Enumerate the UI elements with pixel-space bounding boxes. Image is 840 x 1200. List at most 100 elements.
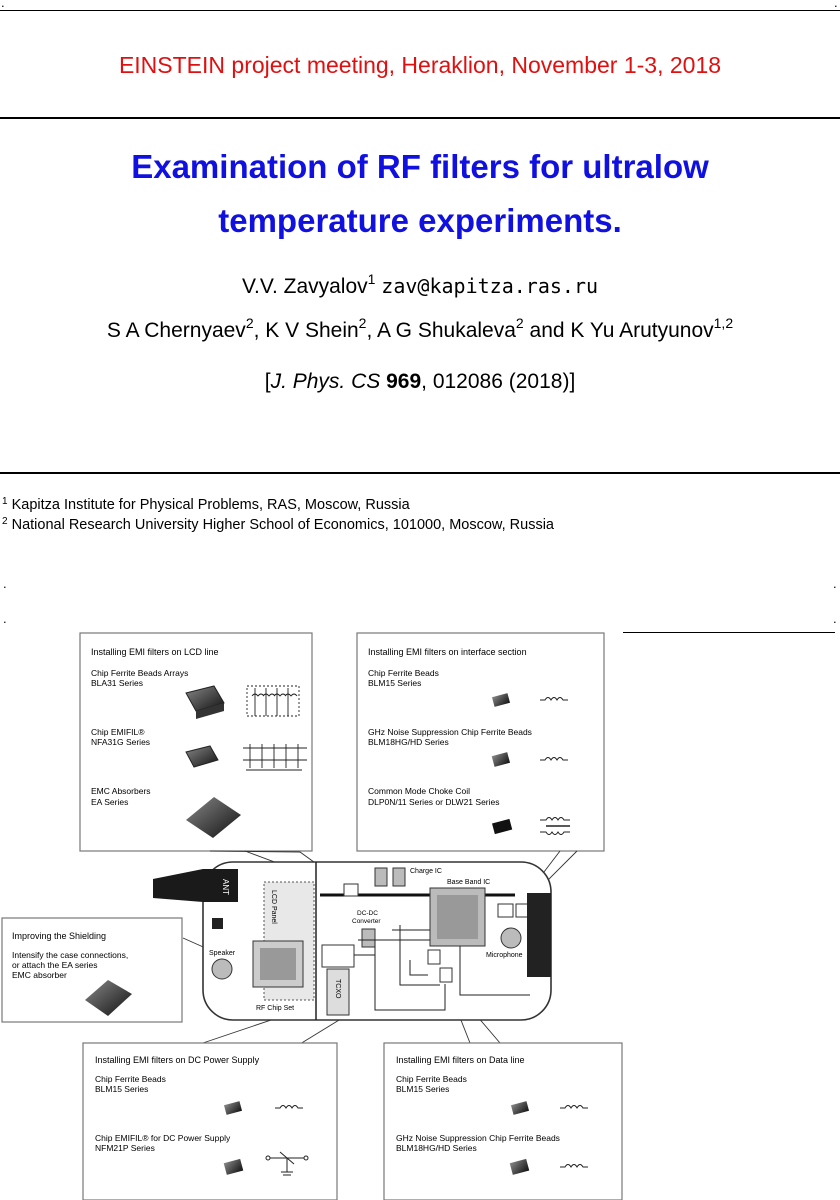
author-sup: 2 (358, 315, 367, 331)
lcd-filter-panel: Installing EMI filters on LCD line Chip … (79, 632, 313, 852)
ferrite-bead-chip-icon (491, 693, 511, 707)
svg-text:BLA31 Series: BLA31 Series (91, 678, 143, 688)
ferrite-bead-chip-icon (510, 1101, 530, 1115)
svg-text:Chip Ferrite Beads: Chip Ferrite Beads (368, 668, 439, 678)
svg-text:Chip EMIFIL®: Chip EMIFIL® (91, 727, 145, 737)
microphone-label: Microphone (486, 952, 523, 959)
author-email[interactable]: zav@kapitza.ras.ru (381, 274, 599, 298)
author-name: and K Yu Arutyunov (523, 319, 714, 342)
author-line-2: S A Chernyaev2, K V Shein2, A G Shukalev… (0, 316, 840, 343)
top-rule (0, 10, 840, 11)
author-name: , A G Shukaleva (366, 319, 516, 342)
emifil-dc-chip-icon (223, 1158, 244, 1175)
margin-dot: . (833, 576, 837, 591)
svg-text:GHz Noise Suppression Chip Fer: GHz Noise Suppression Chip Ferrite Beads (368, 727, 532, 737)
svg-text:Chip Ferrite Beads: Chip Ferrite Beads (95, 1074, 166, 1084)
author-sup: 1,2 (713, 315, 734, 331)
margin-dot: . (3, 611, 7, 626)
emifil-chip-icon (185, 745, 219, 768)
svg-text:BLM18HG/HD Series: BLM18HG/HD Series (368, 737, 449, 747)
rf-chip-label: RF Chip Set (256, 1005, 294, 1012)
affiliation-rule (0, 472, 840, 474)
author-name: , K V Shein (253, 319, 359, 342)
author-line-1: V.V. Zavyalov1 zav@kapitza.ras.ru (0, 271, 840, 299)
title-line-1: Examination of RF filters for ultralow (131, 148, 709, 185)
dc-power-filter-panel: Installing EMI filters on DC Power Suppl… (82, 1042, 338, 1200)
emifil-dc-symbol-icon (265, 1151, 309, 1176)
svg-text:Common Mode Choke Coil: Common Mode Choke Coil (368, 786, 470, 796)
antenna-icon (153, 869, 238, 902)
svg-text:EA Series: EA Series (91, 797, 128, 807)
inductor-symbol-icon (560, 1164, 588, 1168)
margin-dot: . (3, 576, 7, 591)
dc-panel-heading: Installing EMI filters on DC Power Suppl… (95, 1055, 260, 1065)
citation-volume: 969 (386, 370, 422, 393)
paper-title: Examination of RF filters for ultralow t… (40, 140, 800, 248)
citation: [J. Phys. CS 969, 012086 (2018)] (264, 370, 576, 393)
side-connector-icon (527, 893, 551, 977)
speaker-label: Speaker (209, 950, 236, 957)
data-panel-heading: Installing EMI filters on Data line (396, 1055, 525, 1065)
affiliation-1: 1 Kapitza Institute for Physical Problem… (2, 496, 410, 514)
meeting-header: EINSTEIN project meeting, Heraklion, Nov… (118, 52, 722, 78)
dcdc-label: DC-DC (357, 910, 378, 917)
choke-coil-symbol-icon (540, 817, 570, 835)
author-name: V.V. Zavyalov (241, 275, 368, 298)
interface-filter-panel: Installing EMI filters on interface sect… (356, 632, 605, 852)
ferrite-bead-chip-icon (223, 1101, 243, 1115)
svg-text:Chip Ferrite Beads: Chip Ferrite Beads (396, 1074, 467, 1084)
interface-panel-heading: Installing EMI filters on interface sect… (368, 647, 527, 657)
citation-journal: J. Phys. CS (270, 370, 381, 393)
margin-dot: . (833, 611, 837, 626)
speaker-icon (211, 958, 233, 980)
inductor-symbol-icon (275, 1105, 303, 1109)
svg-text:NFA31G Series: NFA31G Series (91, 737, 150, 747)
shielding-panel-heading: Improving the Shielding (12, 931, 106, 941)
inductor-symbol-icon (540, 757, 568, 761)
antenna-label: ANT (221, 879, 230, 895)
svg-text:or attach the EA series: or attach the EA series (12, 960, 98, 970)
emc-absorber-sheet-icon (186, 797, 241, 838)
data-line-filter-panel: Installing EMI filters on Data line Chip… (383, 1042, 623, 1200)
phone-board-diagram: ANT LCD Panel Speaker RF Chip Set Charge… (153, 861, 552, 1021)
author-name: S A Chernyaev (106, 319, 246, 342)
corner-dot: . (834, 0, 838, 10)
svg-text:EMC absorber: EMC absorber (12, 970, 67, 980)
lcd-panel-heading: Installing EMI filters on LCD line (91, 647, 219, 657)
svg-text:NFM21P Series: NFM21P Series (95, 1143, 155, 1153)
author-sup: 1 (367, 271, 376, 287)
base-band-ic-label: Base Band IC (447, 879, 490, 886)
svg-text:BLM15 Series: BLM15 Series (95, 1084, 148, 1094)
header-rule (0, 117, 840, 119)
svg-text:BLM15 Series: BLM15 Series (368, 678, 421, 688)
speaker-dot-icon (212, 918, 223, 929)
affiliation-2: 2 National Research University Higher Sc… (2, 516, 554, 534)
ferrite-bead-chip-icon (491, 752, 511, 767)
svg-text:Chip EMIFIL® for DC Power Supp: Chip EMIFIL® for DC Power Supply (95, 1133, 231, 1143)
title-line-2: temperature experiments. (218, 202, 622, 239)
svg-text:BLM15 Series: BLM15 Series (396, 1084, 449, 1094)
svg-text:Intensify the case connections: Intensify the case connections, (12, 950, 128, 960)
emc-absorber-sheet-icon (85, 980, 132, 1016)
microphone-icon (500, 927, 522, 949)
inductor-symbol-icon (560, 1105, 588, 1109)
ferrite-bead-chip-icon (509, 1158, 530, 1175)
figure-side-rule (623, 632, 835, 633)
emifil-schematic-icon (243, 744, 307, 771)
author-sup: 2 (245, 315, 254, 331)
tcxo-label: TCXO (334, 979, 341, 999)
svg-text:DLP0N/11 Series or DLW21 Serie: DLP0N/11 Series or DLW21 Series (368, 797, 500, 807)
lcd-panel-label: LCD Panel (270, 890, 277, 924)
dcdc-label: Converter (352, 918, 381, 925)
shielding-panel: Improving the Shielding Intensify the ca… (1, 917, 183, 1023)
svg-text:GHz Noise Suppression Chip Fer: GHz Noise Suppression Chip Ferrite Beads (396, 1133, 560, 1143)
bead-array-schematic-icon (246, 685, 300, 717)
bead-array-chip-icon (185, 685, 225, 719)
choke-coil-chip-icon (492, 818, 513, 835)
charge-ic-label: Charge IC (410, 868, 442, 875)
inductor-symbol-icon (540, 697, 568, 701)
author-sup: 2 (515, 315, 524, 331)
svg-text:Chip Ferrite Beads Arrays: Chip Ferrite Beads Arrays (91, 668, 188, 678)
svg-text:BLM18HG/HD Series: BLM18HG/HD Series (396, 1143, 477, 1153)
